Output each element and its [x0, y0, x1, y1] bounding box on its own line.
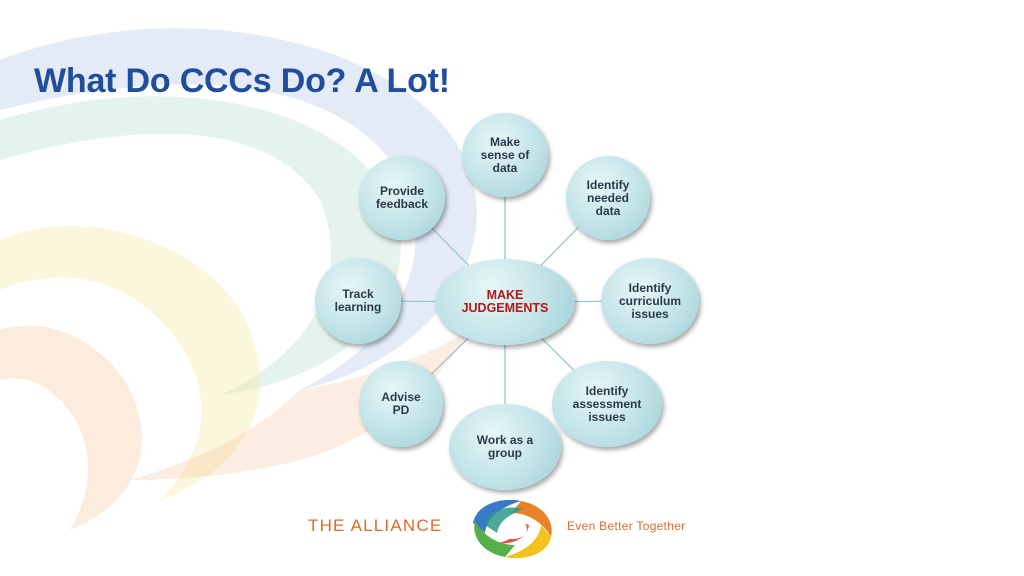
node-label: Advise PD	[381, 390, 421, 417]
node-identify-needed-data: Identify needed data	[566, 156, 650, 240]
node-label: Provide feedback	[375, 184, 429, 211]
node-identify-curriculum-issues: Identify curriculum issues	[601, 258, 699, 344]
slide-title: What Do CCCs Do? A Lot!	[34, 62, 450, 100]
center-node-make-judgements: MAKE JUDGEMENTS	[435, 259, 575, 345]
node-identify-assessment-issues: Identify assessment issues	[552, 361, 662, 447]
node-label: Track learning	[334, 287, 382, 314]
node-label: Work as a group	[476, 433, 534, 460]
node-track-learning: Track learning	[315, 258, 401, 344]
node-label: Identify curriculum issues	[618, 280, 681, 321]
node-label: Identify needed data	[586, 177, 630, 218]
node-advise-pd: Advise PD	[359, 361, 443, 447]
node-work-as-a-group: Work as a group	[449, 404, 561, 490]
footer-org-name: THE ALLIANCE	[308, 516, 443, 535]
node-make-sense-of-data: Make sense of data	[462, 113, 548, 197]
alliance-logo-icon	[473, 499, 552, 559]
footer-tagline: Even Better Together	[567, 519, 686, 533]
center-node-label: MAKE JUDGEMENTS	[461, 288, 549, 315]
node-label: Make sense of data	[480, 134, 530, 175]
node-provide-feedback: Provide feedback	[359, 156, 445, 240]
node-label: Identify assessment issues	[572, 383, 642, 424]
